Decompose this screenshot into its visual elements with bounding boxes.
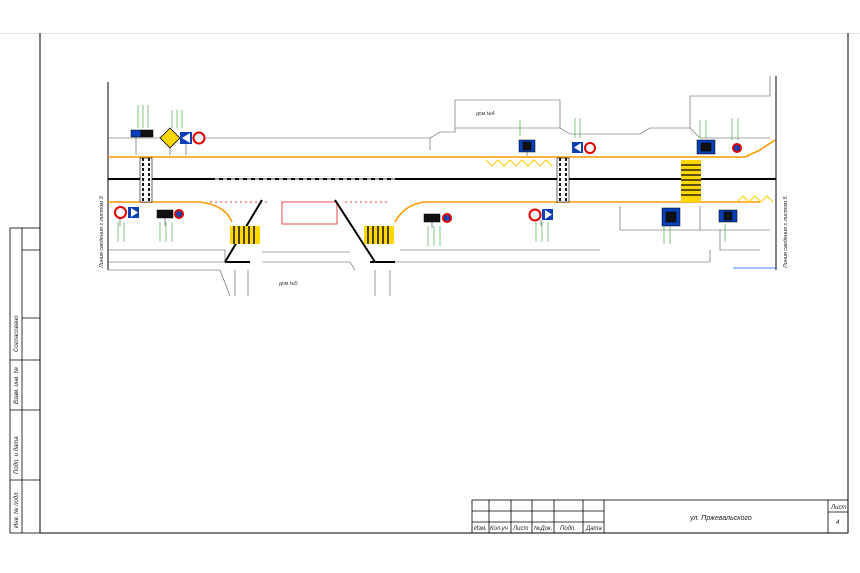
tb-doc: №Док. [534, 525, 553, 532]
sheet-number: 4 [836, 520, 840, 526]
building-outlines [108, 76, 771, 297]
tb-sign: Подп. [560, 526, 576, 532]
match-line-right-label: Линия сведения с листом 5 [783, 195, 789, 269]
top-margin-bar [0, 0, 860, 34]
red-details [210, 201, 390, 225]
sheet-label: Лист [830, 505, 846, 511]
zigzag-marking-icon [485, 159, 774, 203]
street-name-title: ул. Пржевальского [689, 515, 752, 522]
sheet-frame [39, 33, 849, 534]
side-stamp [9, 227, 41, 534]
stamp-agreed: Согласовано [14, 315, 20, 352]
building-label-bottom: дом №5 [279, 281, 298, 287]
building-label-top: дом №4 [476, 111, 495, 117]
sign-stands [119, 137, 542, 228]
traffic-light-icon [130, 129, 738, 227]
stamp-sign-date: Подп. и дата [14, 436, 20, 474]
stamp-replace-inv: Взам. инв. № [13, 366, 20, 404]
tb-kol: Кол.уч [490, 526, 508, 532]
stamp-inv-number: Инв. № подл. [13, 491, 20, 528]
tb-list: Лист [512, 526, 528, 532]
road-sign-icon [114, 127, 742, 223]
title-block [471, 499, 849, 534]
road-curbs [108, 139, 776, 223]
tb-izm: Изм. [474, 526, 487, 532]
match-line-left-label: Линия сведения с листом 3 [99, 195, 105, 269]
sign-annotation-marks [117, 105, 739, 246]
crosswalk-icon [139, 157, 701, 244]
tb-date: Дата [585, 526, 602, 532]
